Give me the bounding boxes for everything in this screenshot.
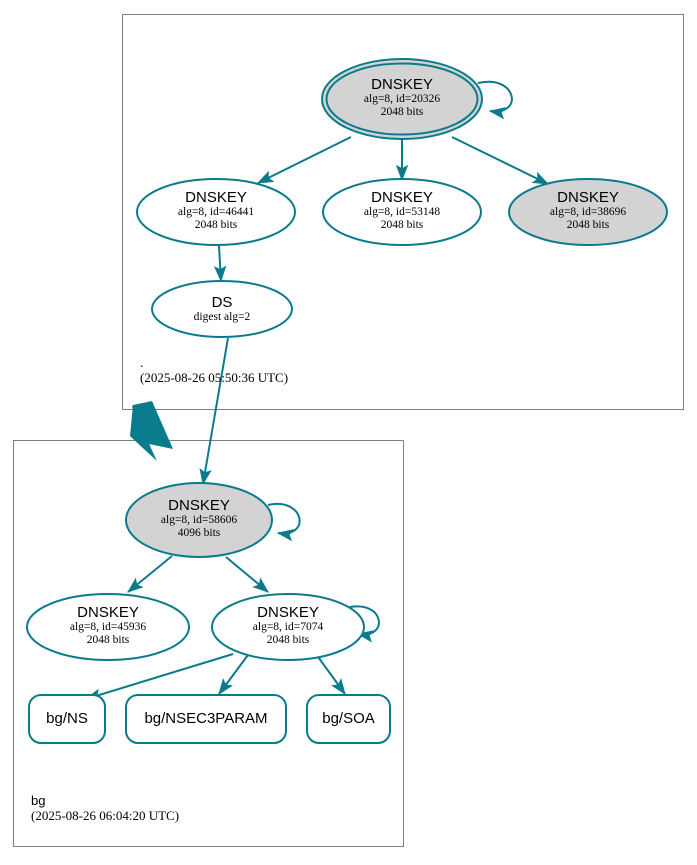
- node-bg-soa[interactable]: [306, 694, 391, 744]
- zone-cluster-root: [122, 14, 684, 410]
- node-bg-ksk-58606[interactable]: [125, 482, 273, 558]
- zone-label-root: . (2025-08-26 05:50:36 UTC): [140, 355, 288, 386]
- zone-cluster-bg: [13, 440, 404, 847]
- zone-name: .: [140, 355, 144, 370]
- edge-root-ksk-to-zsk-46441: [256, 136, 352, 184]
- edge-bg-zsk-to-soa: [315, 653, 346, 695]
- edge-self-sign-bg-ksk: [267, 502, 301, 542]
- node-root-ds[interactable]: [151, 280, 293, 338]
- edge-bg-ksk-to-zsk-45936: [127, 555, 173, 593]
- zone-timestamp: (2025-08-26 06:04:20 UTC): [31, 808, 180, 823]
- edge-root-ksk-to-ksk-38696: [451, 136, 550, 185]
- edge-bg-zsk-to-nsec3param: [218, 654, 249, 695]
- zone-label-bg: bg (2025-08-26 06:04:20 UTC): [31, 793, 179, 824]
- node-bg-zsk-45936[interactable]: [26, 593, 190, 661]
- edge-self-sign-root-ksk: [477, 80, 513, 120]
- zone-timestamp: (2025-08-26 05:50:36 UTC): [140, 370, 289, 385]
- edge-ds-to-bg-ksk: [199, 337, 229, 486]
- node-bg-nsec3param[interactable]: [125, 694, 287, 744]
- edge-self-sign-bg-zsk-7074: [349, 605, 380, 643]
- edge-zone-delegation-root-to-bg: [130, 401, 173, 461]
- node-root-zsk-46441[interactable]: [136, 178, 296, 246]
- node-root-ksk-20326[interactable]: [321, 58, 483, 140]
- node-root-zsk-53148[interactable]: [322, 178, 482, 246]
- zone-name: bg: [31, 793, 46, 808]
- edge-bg-zsk-to-ns: [84, 653, 234, 701]
- node-bg-zsk-7074[interactable]: [211, 593, 365, 661]
- edge-bg-ksk-to-zsk-7074: [225, 556, 269, 593]
- edge-root-zsk-to-ds: [213, 245, 227, 283]
- node-root-ksk-38696[interactable]: [508, 178, 668, 246]
- node-bg-ns[interactable]: [28, 694, 106, 744]
